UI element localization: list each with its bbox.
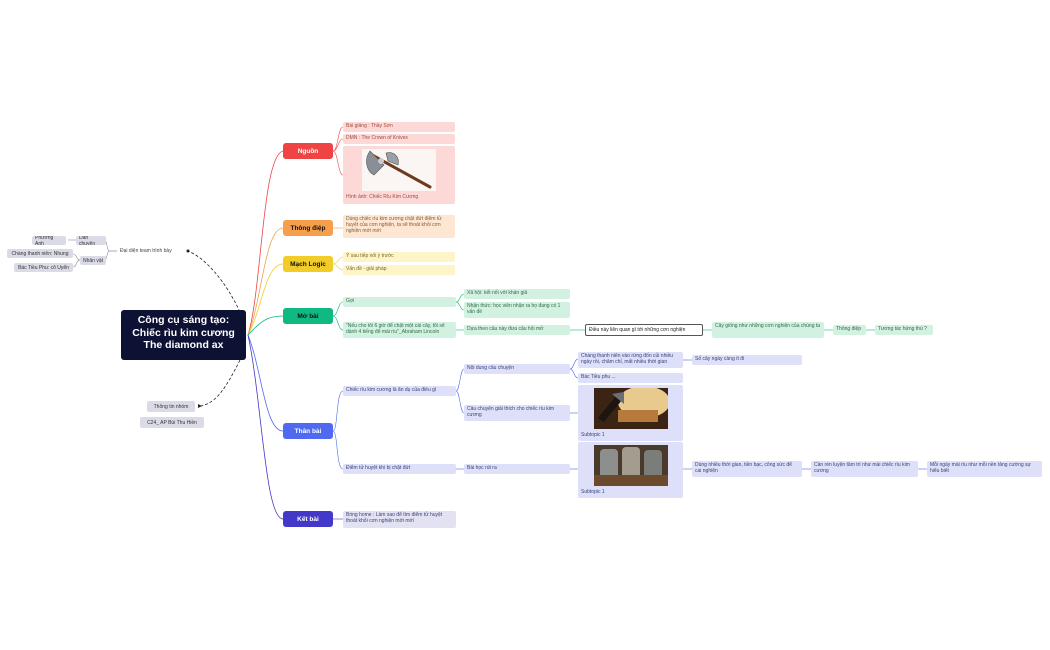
presenter-topic[interactable]: Đại diện team trình bày — [120, 248, 172, 254]
phuong-anh-node[interactable]: Phương Anh — [32, 236, 66, 245]
root-line-3: The diamond ax — [143, 339, 224, 351]
than-bai-moi-ngay[interactable]: Mỗi ngày mài rìu như mỗi nền tảng cường … — [927, 461, 1042, 477]
than-bai-an-du[interactable]: Chiếc rìu kim cương là ẩn dụ của điều gì — [343, 386, 456, 396]
root-topic[interactable]: Công cụ sáng tạo: Chiếc rìu kim cương Th… — [121, 310, 246, 360]
mach-logic-item-2[interactable]: Vấn đề - giải pháp — [343, 265, 455, 275]
mo-bai-goi[interactable]: Gợi — [343, 297, 456, 307]
branch-mach-logic[interactable]: Mạch Logic — [283, 256, 333, 272]
bac-tieu-phu-node[interactable]: Bác Tiều Phu: cô Uyển — [14, 263, 73, 272]
than-bai-chang[interactable]: Chàng thanh niên vào rừng đốn củi nhiều … — [578, 352, 683, 368]
team-name-topic[interactable]: C24_ AP Bùi Thu Hiền — [140, 417, 204, 428]
than-bai-cau-chuyen[interactable]: Câu chuyện giải thích cho chiếc rìu kim … — [464, 405, 570, 421]
chang-thanh-nien-node[interactable]: Chàng thanh niên: Nhung — [7, 249, 73, 258]
chopping-image — [594, 386, 670, 429]
nguon-item-2[interactable]: DMN : The Crown of Knives — [343, 134, 455, 144]
axe-image — [362, 149, 436, 191]
mo-bai-quote[interactable]: "Nếu cho tôi 6 giờ để chặt một cái cây, … — [343, 322, 456, 338]
goi-child-1[interactable]: Xã hội: kết nối với khán giả — [464, 289, 570, 299]
than-bai-bac[interactable]: Bác Tiều phu ... — [578, 373, 683, 383]
branch-nguon[interactable]: Nguồn — [283, 143, 333, 159]
nhan-vat-node[interactable]: Nhân vật — [80, 256, 106, 265]
root-line-2: Chiếc rìu kim cương — [132, 326, 235, 339]
than-bai-dung-nhieu[interactable]: Dùng nhiều thời gian, tiền bạc, công sức… — [692, 461, 802, 477]
mo-bai-cay[interactable]: Cây giống như những cơn nghiện của chúng… — [712, 322, 824, 338]
mo-bai-thong-diep[interactable]: Thông điệp — [833, 325, 866, 335]
goi-child-2[interactable]: Nhận thức: học viên nhận ra họ đang có 1… — [464, 302, 570, 318]
branch-ket-bai[interactable]: Kết bài — [283, 511, 333, 527]
nguon-item-1[interactable]: Bài giảng : Thầy Sơn — [343, 122, 455, 132]
nguon-image-caption: Hình ảnh: Chiếc Rìu Kim Cương — [346, 194, 419, 200]
branch-thong-diep[interactable]: Thông điệp — [283, 220, 333, 236]
mo-bai-question[interactable]: Điều này liên quan gì tới những cơn nghi… — [585, 324, 703, 336]
root-line-1: Công cụ sáng tạo: — [137, 314, 230, 326]
axes-image — [594, 445, 668, 486]
thong-diep-text[interactable]: Dùng chiếc rìu kim cương chặt đứt điểm t… — [343, 215, 455, 238]
than-bai-noi-dung[interactable]: Nội dung câu chuyện — [464, 364, 570, 374]
branch-mo-bai[interactable]: Mở bài — [283, 308, 333, 324]
mo-bai-dua[interactable]: Dựa theo câu này đưa câu hỏi mở — [464, 325, 570, 335]
dan-chuyen-node[interactable]: Dẫn chuyện — [76, 236, 106, 245]
mach-logic-item-1[interactable]: Ý sau tiếp nối ý trước — [343, 252, 455, 262]
than-bai-can-ren[interactable]: Cần rèn luyện tâm trí như mài chiếc rìu … — [811, 461, 918, 477]
than-bai-so-cay[interactable]: Số cây ngày càng ít đi — [692, 355, 802, 365]
ket-bai-text[interactable]: Bring home : Làm sao để tìm điểm tử huyệ… — [343, 511, 456, 528]
than-bai-diem-tu[interactable]: Điểm tử huyệt khi bị chặt đứt — [343, 464, 456, 474]
subtopic-1-label: Subtopic 1 — [581, 432, 605, 438]
mo-bai-tuong-tac[interactable]: Tương tác hứng thú ? — [875, 325, 933, 335]
subtopic-2-label: Subtopic 1 — [581, 489, 605, 495]
than-bai-bai-hoc[interactable]: Bài học rút ra — [464, 464, 570, 474]
team-info-topic[interactable]: Thông tin nhóm — [147, 401, 195, 412]
branch-than-bai[interactable]: Thân bài — [283, 423, 333, 439]
